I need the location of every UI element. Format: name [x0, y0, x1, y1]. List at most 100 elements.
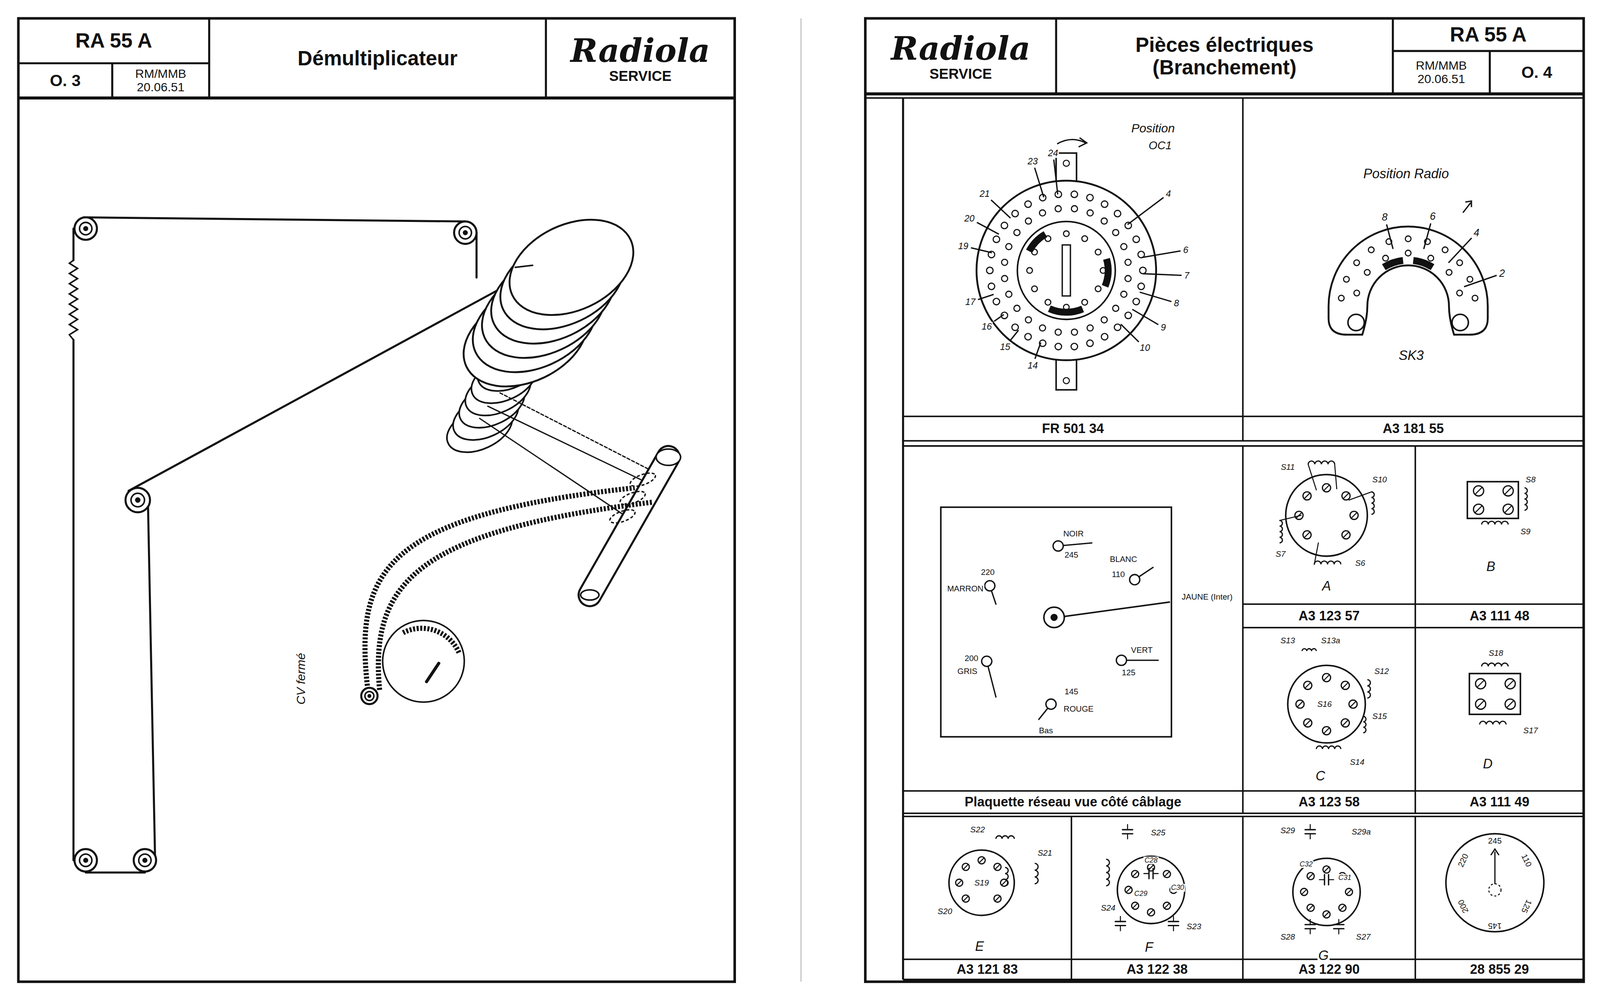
- leader-line: [1120, 324, 1139, 342]
- spindle-end: [655, 449, 681, 466]
- terminal-number: 220: [1455, 851, 1471, 870]
- pin: [1341, 681, 1350, 690]
- cell-text: Radiola: [570, 32, 711, 69]
- rotor-hole: [1031, 285, 1038, 292]
- voltage-terminal: [981, 656, 993, 667]
- voltage-terminal: [1116, 655, 1127, 666]
- pulley: [74, 217, 97, 240]
- pin-mark: [1504, 487, 1512, 495]
- spindle-slot: [1062, 244, 1071, 296]
- title-cell: Démultiplicateur: [208, 18, 546, 98]
- pin-mark: [1342, 719, 1349, 726]
- terminal-number: 110: [1111, 570, 1126, 579]
- pin-mark: [1164, 871, 1170, 878]
- pulley-hub: [459, 226, 472, 240]
- dial-cord: [85, 871, 145, 874]
- capacitor-lead: [1309, 824, 1311, 830]
- pin: [1295, 700, 1305, 709]
- leader-line: [1386, 224, 1394, 250]
- terminal-number: ROUGE: [1062, 705, 1095, 714]
- pin-mark: [1301, 889, 1307, 895]
- rotor-hole: [1026, 267, 1033, 274]
- pulley: [361, 687, 378, 705]
- contact-hole: [1137, 282, 1145, 290]
- pin-mark: [963, 864, 969, 870]
- terminal-number: 23: [1026, 156, 1039, 167]
- switch-contact: [1048, 305, 1084, 316]
- rule: [865, 97, 1584, 100]
- pin-mark: [1323, 727, 1330, 734]
- terminal-number: S7: [1274, 549, 1287, 559]
- terminal-number: 20: [963, 213, 976, 224]
- terminal-number: 10: [1138, 343, 1151, 353]
- contact-hole: [1112, 305, 1119, 312]
- cell-text: 28 855 29: [1470, 962, 1530, 977]
- pulley: [125, 488, 151, 513]
- terminal-number: 245: [1063, 550, 1080, 560]
- rotor-hole: [1095, 249, 1101, 255]
- logo-cell: RadiolaSERVICE: [546, 18, 735, 98]
- voltage-terminal: [1053, 540, 1064, 552]
- contact-hole: [1353, 290, 1360, 296]
- coil-base: [1285, 474, 1368, 557]
- pin-mark: [1132, 871, 1138, 878]
- pin-mark: [979, 857, 985, 864]
- tab-hole: [1063, 377, 1070, 384]
- terminal-number: 220: [979, 568, 996, 577]
- contact-hole: [1456, 290, 1463, 296]
- pin-mark: [1001, 880, 1007, 886]
- pin: [1163, 870, 1171, 878]
- coil-symbol: [1479, 721, 1507, 725]
- terminal-number: 245: [1487, 836, 1503, 846]
- cell-text: O. 3: [49, 71, 81, 90]
- pin: [1475, 678, 1486, 690]
- contact-hole: [1112, 229, 1119, 236]
- mounting-hole: [1347, 314, 1365, 331]
- part-label: B: [1485, 559, 1496, 574]
- wafer-segment: [1328, 226, 1488, 335]
- pin: [1147, 909, 1155, 917]
- cell-text: Radiola: [890, 30, 1031, 67]
- pin: [1503, 504, 1514, 515]
- pin: [1131, 902, 1139, 910]
- cell-text: SERVICE: [929, 66, 992, 82]
- part-label: Position: [1130, 122, 1176, 135]
- contact-hole: [1086, 194, 1094, 201]
- pin: [1349, 700, 1358, 709]
- cell-text: RA 55 A: [75, 29, 152, 52]
- pin-mark: [1342, 682, 1349, 689]
- terminal-number: 16: [980, 321, 993, 332]
- contact-hole: [1124, 312, 1132, 319]
- terminal-number: C31: [1337, 873, 1353, 882]
- ring-spring: [382, 620, 465, 703]
- pin: [993, 863, 1002, 871]
- leader-line: [1139, 292, 1172, 302]
- caption-cell: A3 122 38: [1071, 959, 1243, 980]
- cell-text: A3 121 83: [956, 962, 1018, 977]
- coil-base: [1467, 481, 1519, 519]
- rule: [1391, 18, 1395, 94]
- leader-line: [1009, 330, 1019, 341]
- terminal-number: 9: [1159, 322, 1167, 333]
- contact-hole: [1139, 267, 1147, 274]
- cell-text: FR 501 34: [1041, 421, 1104, 437]
- caption-cell: 28 855 29: [1415, 959, 1584, 980]
- terminal-number: S18: [1487, 648, 1505, 658]
- spring-cord: [378, 502, 653, 691]
- contact-hole: [1338, 295, 1344, 301]
- pulley-hub: [131, 493, 145, 507]
- contact-hole: [1055, 191, 1062, 198]
- pulley: [74, 849, 97, 872]
- contact-hole: [1071, 205, 1078, 212]
- coil-symbol: [1524, 488, 1527, 511]
- coil-base: [1287, 665, 1366, 743]
- page-fold: [800, 18, 802, 982]
- terminal-number: C32: [1298, 860, 1314, 868]
- header-cell: O. 4: [1489, 51, 1584, 94]
- contact-hole: [1101, 333, 1108, 341]
- cell-text: Pièces électriques (Branchement): [1107, 33, 1342, 79]
- pulley: [133, 849, 157, 872]
- cell-text: A3 181 55: [1382, 421, 1444, 437]
- contact-hole: [1039, 324, 1046, 331]
- pulley-hub: [364, 691, 374, 701]
